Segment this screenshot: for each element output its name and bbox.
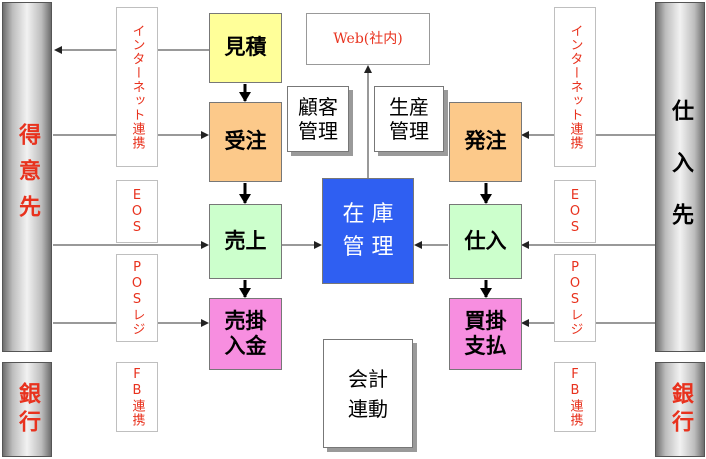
zaiko-box: 在 庫 管 理 <box>322 178 414 284</box>
left-pos-tag: POSレジ <box>116 254 158 342</box>
shiire-box: 仕入 <box>449 204 522 279</box>
right-bank-pillar: 銀行 <box>655 362 705 457</box>
left-fb-tag: FB連携 <box>116 362 158 432</box>
right-fb-text: FB連携 <box>567 367 583 427</box>
right-pos-text: POSレジ <box>567 260 583 336</box>
customer-label: 得意先 <box>15 123 40 231</box>
urikake-box: 売掛 入金 <box>209 298 282 370</box>
left-fb-text: FB連携 <box>129 367 145 427</box>
mitsumori-box: 見積 <box>209 13 282 83</box>
right-bank-label: 銀行 <box>668 381 693 438</box>
right-eos-text: EOS <box>567 187 583 236</box>
right-pos-tag: POSレジ <box>554 254 596 342</box>
right-internet-text: インターネット連携 <box>567 24 583 150</box>
kaikake-box: 買掛 支払 <box>449 298 522 370</box>
web-box: Web(社内) <box>306 13 430 65</box>
supplier-label: 仕入先 <box>668 99 693 255</box>
right-fb-tag: FB連携 <box>554 362 596 432</box>
kokyaku-box: 顧客 管理 <box>287 86 349 152</box>
left-pos-text: POSレジ <box>129 260 145 336</box>
left-bank-pillar: 銀行 <box>2 362 52 457</box>
uriage-box: 売上 <box>209 204 282 279</box>
left-eos-text: EOS <box>129 187 145 236</box>
juchu-box: 受注 <box>209 102 282 182</box>
left-bank-label: 銀行 <box>15 381 40 438</box>
right-eos-tag: EOS <box>554 180 596 243</box>
left-internet-text: インターネット連携 <box>129 24 145 150</box>
left-internet-tag: インターネット連携 <box>116 7 158 167</box>
left-eos-tag: EOS <box>116 180 158 243</box>
customer-pillar: 得意先 <box>2 2 52 352</box>
seisan-box: 生産 管理 <box>374 86 444 152</box>
hacchu-box: 発注 <box>449 102 522 182</box>
supplier-pillar: 仕入先 <box>655 2 705 352</box>
right-internet-tag: インターネット連携 <box>554 7 596 167</box>
kaikei-box: 会計 連動 <box>323 339 413 448</box>
